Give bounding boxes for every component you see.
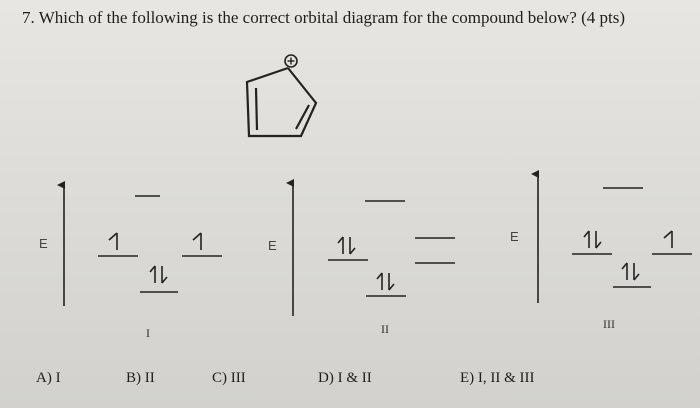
diagram-label-III: III — [603, 317, 615, 331]
choice-e[interactable]: E) I, II & III — [460, 370, 535, 386]
cyclopentadienyl-cation-structure — [245, 54, 318, 138]
choice-a[interactable]: A) I — [36, 370, 61, 386]
diagram-I — [57, 181, 222, 306]
energy-label: E — [510, 229, 519, 244]
choice-c[interactable]: C) III — [212, 370, 246, 386]
question-text: 7. Which of the following is the correct… — [22, 8, 626, 27]
diagram-II — [286, 179, 455, 316]
diagram-III — [531, 170, 692, 303]
diagram-label-II: II — [381, 322, 389, 336]
choice-b[interactable]: B) II — [126, 370, 155, 386]
choice-d[interactable]: D) I & II — [318, 370, 372, 386]
energy-label: E — [39, 236, 48, 251]
energy-label: E — [268, 238, 277, 253]
diagram-label-I: I — [146, 326, 150, 340]
positive-charge-icon — [284, 54, 298, 68]
